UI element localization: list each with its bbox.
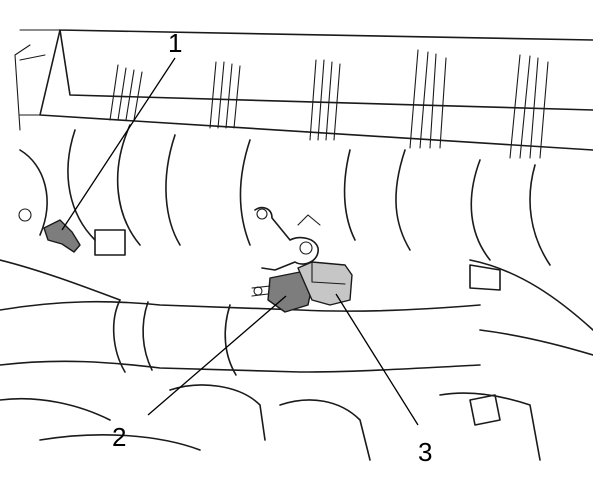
left-engine-features	[0, 149, 126, 301]
lower-components	[0, 384, 541, 461]
intake-runners	[67, 124, 551, 266]
intake-manifold-plenum	[14, 29, 593, 151]
callout-2-label: 2	[112, 422, 126, 452]
component-3-bracket	[297, 261, 353, 306]
callout-3-label: 3	[418, 437, 432, 467]
callout-leaders	[61, 57, 419, 426]
harness-clips	[109, 49, 549, 159]
coolant-hoses	[0, 259, 593, 376]
component-1-connector	[43, 219, 81, 253]
throttle-linkage	[254, 206, 321, 271]
callout-1-label: 1	[168, 28, 182, 58]
